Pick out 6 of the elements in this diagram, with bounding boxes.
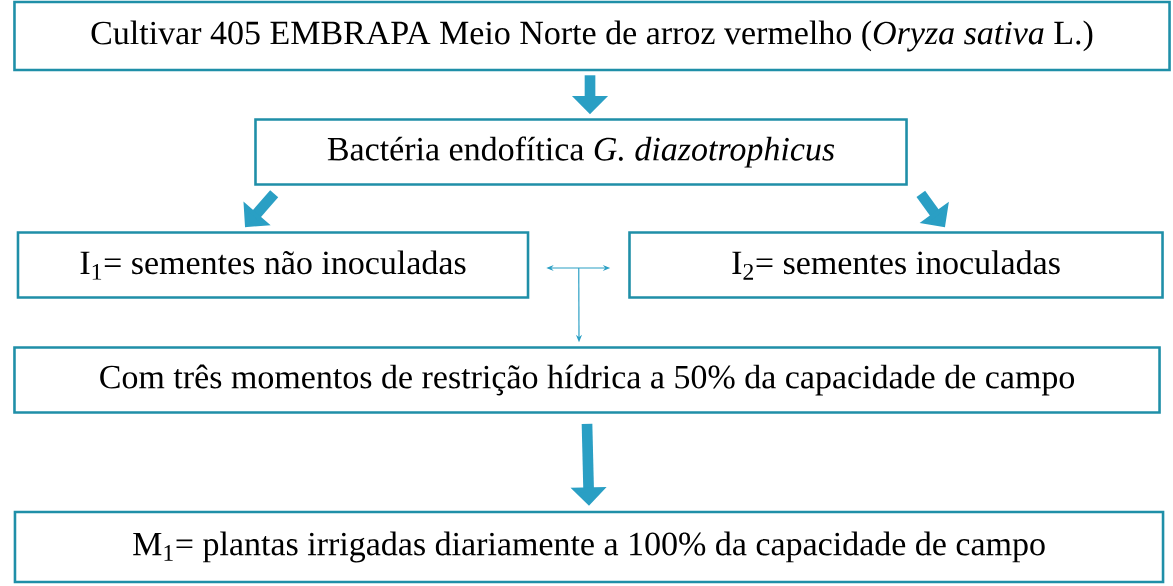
process-box: I$_{2}$= sementes inoculadas: [628, 231, 1164, 299]
process-box: M$_{1}$= plantas irrigadas diariamente a 100% da capacidade de campo: [13, 510, 1165, 584]
process-box: Bactéria endofítica G. diazotrophicus: [254, 118, 908, 186]
process-box: Com três momentos de restrição hídrica a 50% da capacidade de campo: [13, 346, 1161, 414]
process-box: Cultivar 405 EMBRAPA Meio Norte de arroz vermelho (Oryza sativa L.): [13, 0, 1171, 72]
process-box: I$_{1}$= sementes não inoculadas: [16, 231, 530, 299]
